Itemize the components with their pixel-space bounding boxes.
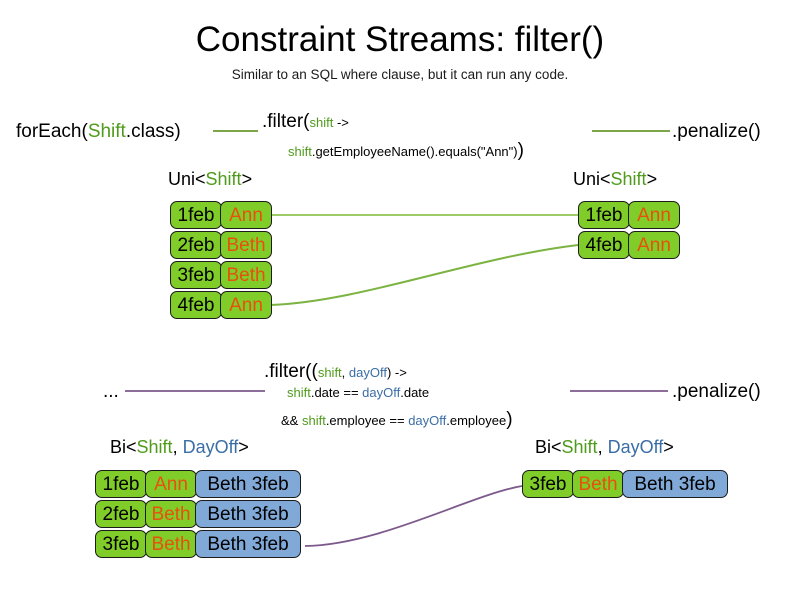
uni-input-row-2[interactable]: 3feb Beth — [170, 261, 272, 289]
uni-output-stream-label: Uni<Shift> — [573, 170, 657, 188]
uni-input-label-type: Shift — [205, 169, 242, 189]
foreach-suffix: .class) — [125, 121, 181, 142]
uni-filter-body-var: shift — [288, 144, 312, 159]
uni-input-stream-label: Uni<Shift> — [168, 170, 252, 188]
bi-output-label-type2: DayOff — [607, 437, 664, 457]
bi-filter-method: .filter(( — [264, 361, 318, 382]
shift-employee: Ann — [220, 291, 272, 319]
bi-input-row-0[interactable]: 1feb Ann Beth 3feb — [95, 470, 301, 498]
page-subtitle: Similar to an SQL where clause, but it c… — [231, 67, 569, 82]
bi-output-label-type1: Shift — [561, 437, 598, 457]
dayoff-entry: Beth 3feb — [195, 530, 301, 558]
bi-filter-param1: shift — [317, 365, 342, 380]
uni-output-label-suffix: > — [646, 169, 658, 189]
page-title: Constraint Streams: filter() — [195, 20, 605, 59]
uni-penalize-call: .penalize() — [672, 121, 761, 142]
bi-filter-l2-var2: dayOff — [362, 385, 401, 400]
uni-filter-method: .filter( — [262, 111, 310, 132]
dayoff-entry: Beth 3feb — [195, 470, 301, 498]
bi-input-row-1[interactable]: 2feb Beth Beth 3feb — [95, 500, 301, 528]
bi-source-ellipsis: ... — [103, 381, 119, 402]
bi-input-label-comma: , — [172, 437, 183, 457]
bi-filter-arrow: ) -> — [386, 365, 407, 380]
bi-input-label-prefix: Bi< — [110, 437, 137, 457]
shift-date: 1feb — [95, 470, 147, 498]
bi-output-row-0[interactable]: 3feb Beth Beth 3feb — [522, 470, 728, 498]
uni-input-row-0[interactable]: 1feb Ann — [170, 201, 272, 229]
shift-date: 3feb — [95, 530, 147, 558]
match-wire-bi-1 — [304, 485, 523, 547]
shift-date: 3feb — [170, 261, 222, 289]
dayoff-entry: Beth 3feb — [622, 470, 728, 498]
bi-filter-l3-op: && — [281, 413, 302, 428]
bi-filter-close-paren: ) — [506, 409, 513, 430]
shift-employee: Beth — [220, 231, 272, 259]
uni-output-row-1[interactable]: 4feb Ann — [578, 231, 680, 259]
uni-input-label-prefix: Uni< — [168, 169, 206, 189]
shift-employee: Ann — [628, 231, 680, 259]
bi-output-label-comma: , — [597, 437, 608, 457]
bi-filter-l3-mid: .employee == — [325, 413, 409, 428]
uni-output-row-0[interactable]: 1feb Ann — [578, 201, 680, 229]
bi-filter-l3-end: .employee — [446, 413, 507, 428]
bi-filter-comma: , — [341, 365, 349, 380]
shift-employee: Ann — [220, 201, 272, 229]
uni-filter-head: .filter(shift -> — [262, 112, 349, 131]
bi-filter-l2-mid: .date == — [310, 385, 363, 400]
shift-date: 2feb — [170, 231, 222, 259]
bi-input-row-2[interactable]: 3feb Beth Beth 3feb — [95, 530, 301, 558]
uni-filter-arrow: -> — [333, 115, 349, 130]
shift-employee: Ann — [145, 470, 197, 498]
match-wire-uni-2 — [269, 244, 579, 306]
bi-input-stream-label: Bi<Shift, DayOff> — [110, 438, 249, 456]
foreach-call: forEach(Shift.class) — [16, 122, 181, 141]
bi-input-label-suffix: > — [238, 437, 249, 457]
shift-employee: Ann — [628, 201, 680, 229]
bi-filter-line3: && shift.employee == dayOff.employee) — [281, 410, 513, 429]
uni-input-row-1[interactable]: 2feb Beth — [170, 231, 272, 259]
bi-filter-param2: dayOff — [348, 365, 387, 380]
bi-input-label-type1: Shift — [136, 437, 173, 457]
bi-filter-line2: shift.date == dayOff.date — [287, 386, 429, 399]
shift-employee: Beth — [145, 500, 197, 528]
bi-output-label-suffix: > — [663, 437, 674, 457]
shift-date: 1feb — [170, 201, 222, 229]
bi-output-label-prefix: Bi< — [535, 437, 562, 457]
dayoff-entry: Beth 3feb — [195, 500, 301, 528]
bi-filter-l2-end: .date — [400, 385, 430, 400]
uni-output-label-type: Shift — [610, 169, 647, 189]
uni-filter-param: shift — [309, 115, 334, 130]
bi-output-stream-label: Bi<Shift, DayOff> — [535, 438, 674, 456]
shift-employee: Beth — [220, 261, 272, 289]
shift-employee: Beth — [145, 530, 197, 558]
bi-filter-l3-var1: shift — [301, 413, 326, 428]
shift-date: 3feb — [522, 470, 574, 498]
shift-date: 1feb — [578, 201, 630, 229]
bi-filter-l2-var1: shift — [287, 385, 311, 400]
uni-input-label-suffix: > — [241, 169, 253, 189]
uni-input-row-3[interactable]: 4feb Ann — [170, 291, 272, 319]
foreach-prefix: forEach( — [16, 121, 88, 142]
shift-date: 4feb — [170, 291, 222, 319]
uni-filter-close-paren: ) — [517, 140, 524, 161]
shift-date: 4feb — [578, 231, 630, 259]
shift-employee: Beth — [572, 470, 624, 498]
bi-filter-head: .filter((shift, dayOff) -> — [264, 362, 407, 381]
shift-date: 2feb — [95, 500, 147, 528]
uni-filter-body: shift.getEmployeeName().equals("Ann")) — [288, 141, 524, 160]
bi-filter-l3-var2: dayOff — [408, 413, 447, 428]
uni-filter-body-rest: .getEmployeeName().equals("Ann") — [311, 144, 518, 159]
uni-output-label-prefix: Uni< — [573, 169, 611, 189]
bi-input-label-type2: DayOff — [182, 437, 239, 457]
bi-penalize-call: .penalize() — [672, 381, 761, 402]
foreach-type: Shift — [87, 121, 126, 142]
